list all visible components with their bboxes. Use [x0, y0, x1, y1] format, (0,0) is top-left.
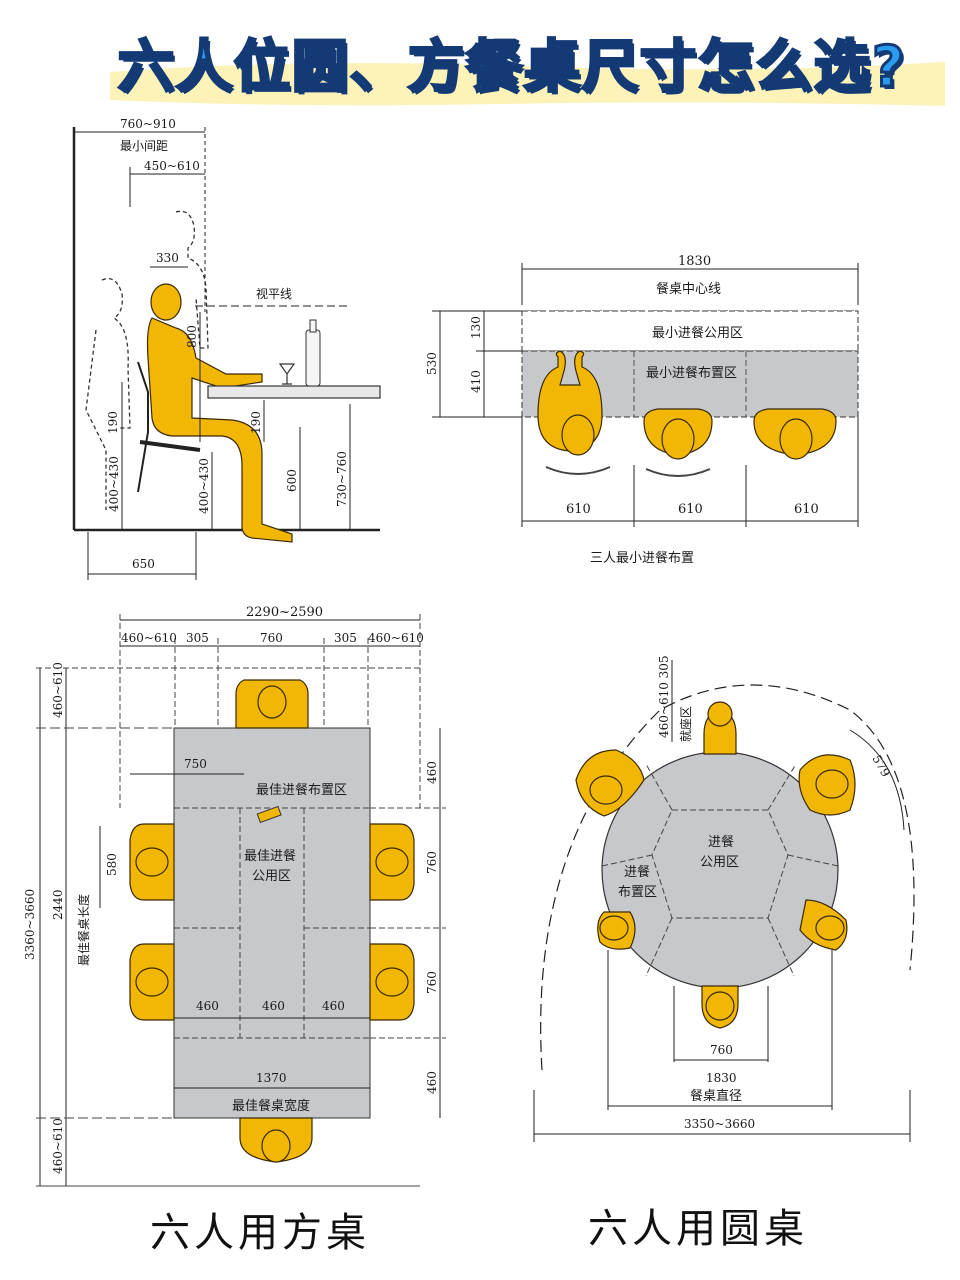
dim-overall-width: 2290~2590 — [246, 605, 323, 620]
dim-best-width-value: 1370 — [256, 1071, 287, 1085]
dim-diameter: 1830 — [706, 1071, 737, 1085]
dim-seat-width: 610 — [566, 502, 591, 517]
title-banner: 六人位圆、方餐桌尺寸怎么选? — [0, 0, 960, 115]
dim-seat-width: 610 — [678, 502, 703, 517]
side-view-diagram: 760~910 最小间距 450~610 330 视平线 190 400~430… — [72, 117, 381, 580]
dim-min-gap-label: 最小间距 — [120, 139, 168, 153]
dim-chair-depth: 650 — [132, 557, 155, 571]
round-table-diagram: 579 460~610 305 就座区 进餐 公用区 进餐 布置区 — [533, 655, 915, 1142]
seat-zone-label: 就座区 — [678, 706, 693, 742]
center-line-label: 餐桌中心线 — [656, 281, 721, 297]
dim-inner-segment: 460 — [322, 999, 345, 1013]
dim-top-segment: 305 — [186, 631, 209, 645]
square-table-caption: 六人用方桌 — [150, 1210, 370, 1256]
dim-top-segment: 460~610 — [121, 631, 177, 645]
diner-figure — [537, 350, 611, 475]
dim-elbow-width: 580 — [105, 853, 119, 876]
dim-right-segment: 460 — [425, 761, 439, 784]
diner-figure-right-bottom — [369, 943, 415, 1021]
diner-figure-right-top — [369, 823, 415, 901]
diner-figure — [643, 408, 713, 477]
dim-public-depth: 130 — [469, 316, 483, 339]
dim-right-segment: 760 — [425, 971, 439, 994]
rear-figure-outline — [101, 277, 131, 429]
dim-inner-segment: 460 — [262, 999, 285, 1013]
dim-second-range: 450~610 — [144, 159, 200, 173]
best-public-zone-label-2: 公用区 — [252, 869, 291, 884]
round-diner-top — [703, 701, 737, 755]
knife-icon — [256, 805, 282, 824]
dim-overall-length: 3360~3660 — [23, 889, 37, 960]
public-zone — [521, 310, 859, 352]
diner-figure-bottom — [239, 1117, 313, 1163]
place-zone-label-1: 进餐 — [624, 864, 650, 880]
three-person-caption: 三人最小进餐布置 — [590, 550, 694, 566]
table-top — [207, 385, 381, 399]
dim-best-length-value: 2440 — [51, 889, 65, 920]
dim-reach: 750 — [184, 757, 207, 771]
dim-top-range: 760~910 — [120, 117, 176, 131]
round-diner-upper-right — [798, 754, 856, 816]
three-person-diagram: 1830 餐桌中心线 最小进餐公用区 最小进餐布置区 530 130 410 6… — [425, 254, 859, 566]
center-zone-label-2: 公用区 — [700, 855, 739, 870]
dim-table-height: 730~760 — [335, 451, 349, 507]
dim-top-segment: 760 — [260, 631, 283, 645]
dim-seat-back: 190 — [106, 411, 120, 434]
clearance-arc — [540, 684, 915, 1071]
center-zone-label-1: 进餐 — [708, 834, 734, 850]
dim-knee-height: 600 — [285, 469, 299, 492]
public-zone-label: 最小进餐公用区 — [652, 325, 743, 341]
chair-back — [137, 361, 149, 493]
round-diner-upper-left — [575, 749, 645, 817]
dim-head-depth: 330 — [156, 251, 179, 265]
place-zone-label-2: 布置区 — [618, 885, 657, 900]
dim-place-depth: 410 — [469, 370, 483, 393]
diameter-label: 餐桌直径 — [690, 1088, 742, 1104]
dim-seat-height-right: 400~430 — [197, 458, 211, 514]
dim-right-segment: 760 — [425, 851, 439, 874]
dim-top-clear: 460~610 — [51, 662, 65, 718]
diner-figure-left-top — [129, 823, 175, 901]
best-length-label: 最佳餐桌长度 — [76, 894, 91, 966]
round-diner-lower-left — [597, 911, 636, 950]
dim-right-segment: 460 — [425, 1071, 439, 1094]
dim-body-height: 800 — [185, 325, 199, 348]
round-table-caption: 六人用圆桌 — [588, 1206, 808, 1252]
best-public-zone-label-1: 最佳进餐 — [244, 848, 296, 864]
page-title: 六人位圆、方餐桌尺寸怎么选? — [117, 34, 907, 102]
diner-figure-top — [235, 679, 309, 729]
dim-chord: 760 — [710, 1043, 733, 1057]
dim-top-segment: 460~610 — [368, 631, 424, 645]
best-width-label: 最佳餐桌宽度 — [232, 1098, 310, 1114]
eye-level-label: 视平线 — [256, 286, 292, 301]
title-highlight — [110, 62, 945, 106]
dim-total-depth: 530 — [425, 352, 439, 375]
standing-figure-outline — [175, 210, 209, 349]
bottle-icon — [305, 329, 321, 387]
dim-seat-gap: 579 — [869, 753, 893, 780]
diner-figure-left-bottom — [129, 943, 175, 1021]
round-diner-bottom — [701, 985, 739, 1029]
dim-seat-width: 610 — [794, 502, 819, 517]
round-diner-lower-right — [799, 899, 848, 951]
seated-figure — [146, 283, 293, 543]
dim-table-thickness: 190 — [249, 411, 263, 434]
dim-inner-segment: 460 — [196, 999, 219, 1013]
dim-seat-height-left: 400~430 — [107, 456, 121, 512]
dim-top-segment: 305 — [334, 631, 357, 645]
best-place-zone-label: 最佳进餐布置区 — [256, 782, 347, 798]
dim-top: 460~610 305 — [657, 655, 671, 738]
square-table-diagram: 2290~2590 460~610 305 760 305 460~610 33… — [23, 605, 446, 1187]
dim-overall: 3350~3660 — [684, 1117, 755, 1131]
place-zone-label: 最小进餐布置区 — [646, 365, 737, 381]
diner-figure — [753, 408, 837, 460]
dim-bottom-clear: 460~610 — [51, 1118, 65, 1174]
glass-icon — [278, 363, 296, 385]
square-table-top — [173, 727, 371, 1119]
dim-total-width: 1830 — [678, 254, 711, 269]
chair-seat — [139, 440, 201, 452]
